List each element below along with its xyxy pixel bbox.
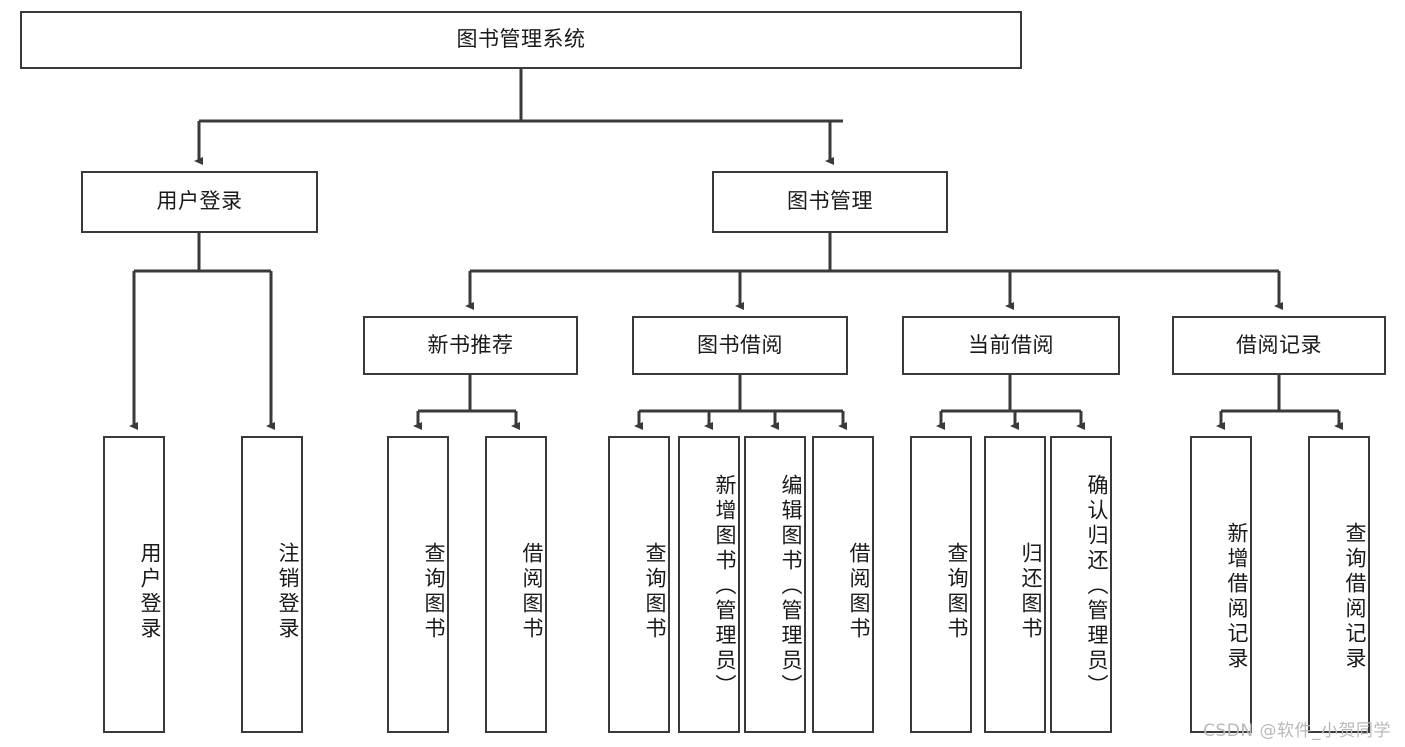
- node-leaf-borrow-book-b[interactable]: 借阅图书: [812, 436, 874, 733]
- node-borrow-record[interactable]: 借阅记录: [1172, 316, 1386, 375]
- node-book-borrow[interactable]: 图书借阅: [632, 316, 848, 375]
- node-leaf-query-book-b-label: 查询图书: [643, 541, 667, 642]
- node-leaf-query-book-b[interactable]: 查询图书: [608, 436, 670, 733]
- node-current-borrow[interactable]: 当前借阅: [902, 316, 1120, 375]
- node-leaf-add-record-label: 新增借阅记录: [1225, 521, 1249, 672]
- node-leaf-edit-book-label: 编辑图书（管理员）: [779, 474, 803, 699]
- node-current-borrow-label: 当前借阅: [968, 332, 1054, 357]
- node-leaf-query-book-c[interactable]: 查询图书: [910, 436, 972, 733]
- node-new-book-recommend[interactable]: 新书推荐: [363, 316, 578, 375]
- node-leaf-user-login[interactable]: 用户登录: [103, 436, 165, 733]
- node-leaf-confirm-return-label: 确认归还（管理员）: [1085, 474, 1109, 699]
- node-leaf-borrow-book-a-label: 借阅图书: [520, 541, 544, 642]
- node-leaf-query-book-a[interactable]: 查询图书: [387, 436, 449, 733]
- node-leaf-logout-label: 注销登录: [276, 541, 300, 642]
- node-root-label: 图书管理系统: [456, 27, 586, 52]
- node-leaf-query-book-a-label: 查询图书: [422, 541, 446, 642]
- node-leaf-add-book-label: 新增图书（管理员）: [713, 474, 737, 699]
- node-new-book-recommend-label: 新书推荐: [427, 332, 514, 357]
- node-leaf-query-record-label: 查询借阅记录: [1343, 521, 1367, 672]
- node-borrow-record-label: 借阅记录: [1236, 332, 1322, 357]
- node-leaf-query-book-c-label: 查询图书: [945, 541, 969, 642]
- node-leaf-query-record[interactable]: 查询借阅记录: [1308, 436, 1370, 733]
- node-leaf-add-book[interactable]: 新增图书（管理员）: [678, 436, 740, 733]
- node-book-manage-label: 图书管理: [787, 189, 873, 214]
- node-leaf-edit-book[interactable]: 编辑图书（管理员）: [744, 436, 806, 733]
- node-leaf-return-book-label: 归还图书: [1019, 541, 1043, 642]
- node-leaf-logout[interactable]: 注销登录: [241, 436, 303, 733]
- node-root[interactable]: 图书管理系统: [20, 11, 1022, 69]
- node-book-borrow-label: 图书借阅: [697, 332, 783, 357]
- node-leaf-user-login-label: 用户登录: [138, 541, 162, 642]
- node-leaf-add-record[interactable]: 新增借阅记录: [1190, 436, 1252, 733]
- node-leaf-borrow-book-b-label: 借阅图书: [847, 541, 871, 642]
- node-leaf-confirm-return[interactable]: 确认归还（管理员）: [1050, 436, 1112, 733]
- node-leaf-borrow-book-a[interactable]: 借阅图书: [485, 436, 547, 733]
- node-user-login-label: 用户登录: [156, 189, 243, 214]
- node-book-manage[interactable]: 图书管理: [712, 171, 948, 233]
- node-leaf-return-book[interactable]: 归还图书: [984, 436, 1046, 733]
- node-user-login[interactable]: 用户登录: [81, 171, 318, 233]
- watermark: CSDN @软件_小贺同学: [1203, 721, 1391, 741]
